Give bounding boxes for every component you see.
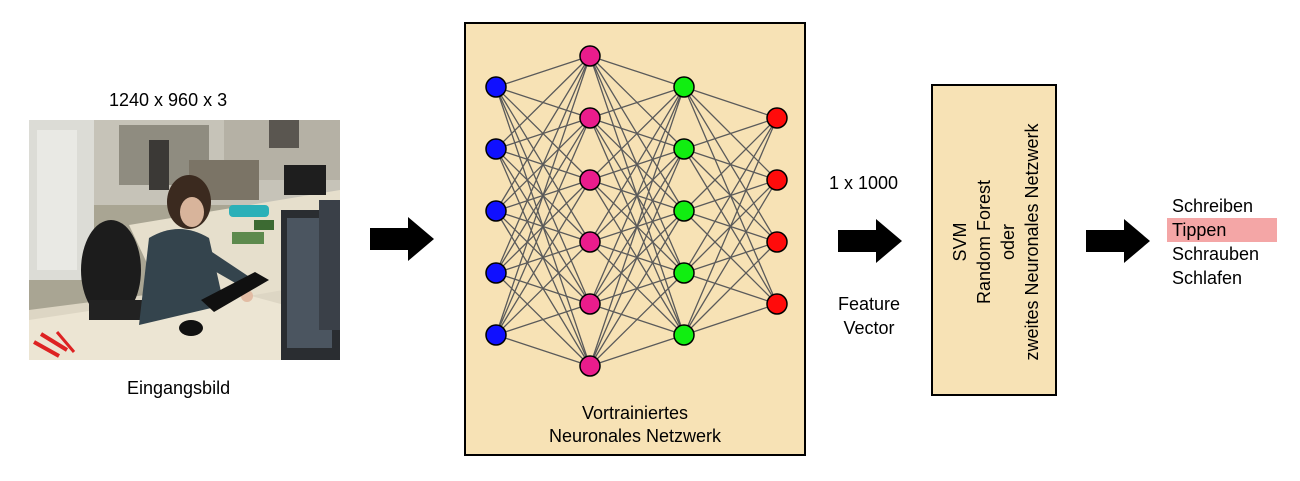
network-node-layer-2 — [579, 45, 601, 67]
network-edge — [495, 334, 591, 367]
network-edge — [589, 86, 685, 243]
feature-label: Feature Vector — [826, 292, 912, 340]
network-node-layer-3 — [673, 262, 695, 284]
neural-network-box: Vortrainiertes Neuronales Netzwerk — [464, 22, 806, 456]
network-edge — [683, 117, 778, 150]
network-edge — [683, 179, 778, 336]
network-edge — [495, 241, 591, 336]
network-node-layer-4 — [766, 231, 788, 253]
network-node-layer-2 — [579, 355, 601, 377]
input-image — [29, 120, 340, 360]
network-edge — [589, 86, 685, 305]
feature-size: 1 x 1000 — [829, 173, 899, 193]
arrow-right-icon — [838, 219, 902, 263]
network-edge — [589, 272, 685, 367]
network-node-layer-1 — [485, 76, 507, 98]
arrow-right-icon — [370, 217, 434, 261]
network-node-layer-2 — [579, 169, 601, 191]
network-node-layer-1 — [485, 200, 507, 222]
network-label: Vortrainiertes Neuronales Netzwerk — [466, 402, 804, 448]
network-edge — [589, 210, 685, 367]
network-edge — [495, 55, 591, 212]
network-edge — [495, 179, 591, 336]
network-edge — [683, 86, 778, 119]
classifier-line-random-forest: Random Forest — [974, 179, 994, 305]
classifier-line-second-network: zweites Neuronales Netzwerk — [1022, 123, 1042, 361]
network-edge — [589, 334, 685, 367]
network-node-layer-2 — [579, 293, 601, 315]
network-edge — [589, 148, 685, 367]
network-node-layer-1 — [485, 138, 507, 160]
classifier-line-svm: SVM — [950, 222, 970, 262]
network-node-layer-3 — [673, 200, 695, 222]
feature-label-line2: Vector — [843, 318, 895, 338]
network-node-layer-3 — [673, 76, 695, 98]
input-dimensions: 1240 x 960 x 3 — [109, 90, 228, 110]
network-label-line1: Vortrainiertes — [581, 403, 689, 423]
classifier-line-or: oder — [998, 223, 1018, 261]
network-node-layer-2 — [579, 231, 601, 253]
network-edge — [683, 303, 778, 336]
output-class-item: Schrauben — [1172, 244, 1260, 264]
network-edge — [495, 117, 591, 336]
network-node-layer-4 — [766, 169, 788, 191]
network-edge — [495, 55, 591, 274]
classifier-text: SVM Random Forest oder zweites Neuronale… — [948, 92, 1044, 392]
feature-label-line1: Feature — [837, 294, 901, 314]
network-node-layer-1 — [485, 324, 507, 346]
network-node-layer-4 — [766, 107, 788, 129]
output-class-item: Schreiben — [1172, 196, 1254, 216]
input-caption: Eingangsbild — [127, 378, 231, 398]
network-edge — [495, 55, 591, 336]
network-edge — [495, 55, 591, 150]
network-node-layer-3 — [673, 138, 695, 160]
network-edge — [589, 86, 685, 181]
network-edge — [683, 117, 778, 212]
network-edge — [683, 117, 778, 274]
network-edge — [683, 241, 778, 336]
output-class-list: Schreiben Tippen Schrauben Schlafen — [1167, 194, 1277, 290]
neural-network-graph — [485, 45, 788, 377]
output-class-item: Schlafen — [1172, 268, 1243, 288]
network-edge — [495, 55, 591, 88]
arrow-right-icon — [1086, 219, 1150, 263]
network-label-line2: Neuronales Netzwerk — [548, 426, 722, 446]
network-node-layer-3 — [673, 324, 695, 346]
network-edge — [589, 86, 685, 367]
network-edge — [495, 303, 591, 336]
classifier-box: SVM Random Forest oder zweites Neuronale… — [931, 84, 1057, 396]
network-edge — [589, 86, 685, 119]
network-edge — [683, 117, 778, 336]
network-node-layer-1 — [485, 262, 507, 284]
network-node-layer-2 — [579, 107, 601, 129]
network-node-layer-4 — [766, 293, 788, 315]
output-class-item-highlighted: Tippen — [1167, 218, 1277, 242]
network-edge — [589, 55, 685, 88]
